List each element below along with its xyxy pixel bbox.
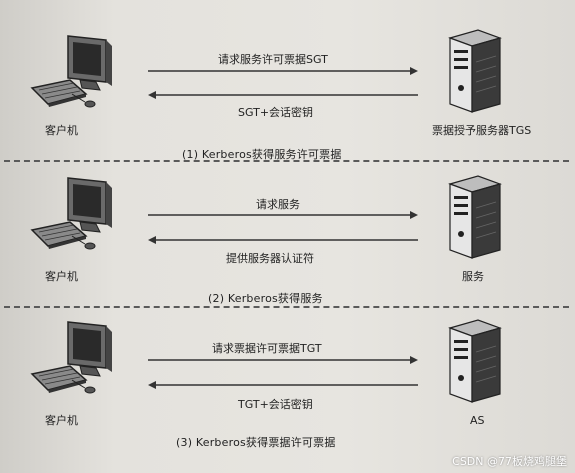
server-label: AS bbox=[470, 414, 485, 427]
watermark: CSDN @77板烧鸡腿堡 bbox=[452, 455, 567, 468]
request-arrow bbox=[148, 67, 418, 75]
response-label: TGT+会话密钥 bbox=[238, 398, 313, 411]
request-label: 请求票据许可票据TGT bbox=[212, 342, 322, 355]
server-service-icon bbox=[448, 175, 502, 259]
server-tgs-icon bbox=[448, 29, 502, 113]
request-label: 请求服务许可票据SGT bbox=[218, 53, 328, 66]
client-computer-icon bbox=[30, 321, 112, 394]
server-as-icon bbox=[448, 319, 502, 403]
request-arrow bbox=[148, 356, 418, 364]
response-label: SGT+会话密钥 bbox=[238, 106, 314, 119]
response-arrow bbox=[148, 91, 418, 99]
response-arrow bbox=[148, 381, 418, 389]
server-label: 票据授予服务器TGS bbox=[432, 124, 532, 137]
client-label: 客户机 bbox=[45, 270, 78, 283]
panel-caption: (1) Kerberos获得服务许可票据 bbox=[182, 148, 342, 161]
panel-caption: (3) Kerberos获得票据许可票据 bbox=[176, 436, 336, 449]
client-computer-icon bbox=[30, 35, 112, 108]
response-label: 提供服务器认证符 bbox=[226, 252, 314, 265]
server-label: 服务 bbox=[462, 270, 484, 283]
response-arrow bbox=[148, 236, 418, 244]
dashed-divider bbox=[4, 160, 569, 162]
dashed-divider bbox=[4, 306, 569, 308]
panel-caption: (2) Kerberos获得服务 bbox=[208, 292, 323, 305]
client-label: 客户机 bbox=[45, 124, 78, 137]
request-label: 请求服务 bbox=[256, 198, 300, 211]
client-label: 客户机 bbox=[45, 414, 78, 427]
client-computer-icon bbox=[30, 177, 112, 250]
request-arrow bbox=[148, 211, 418, 219]
